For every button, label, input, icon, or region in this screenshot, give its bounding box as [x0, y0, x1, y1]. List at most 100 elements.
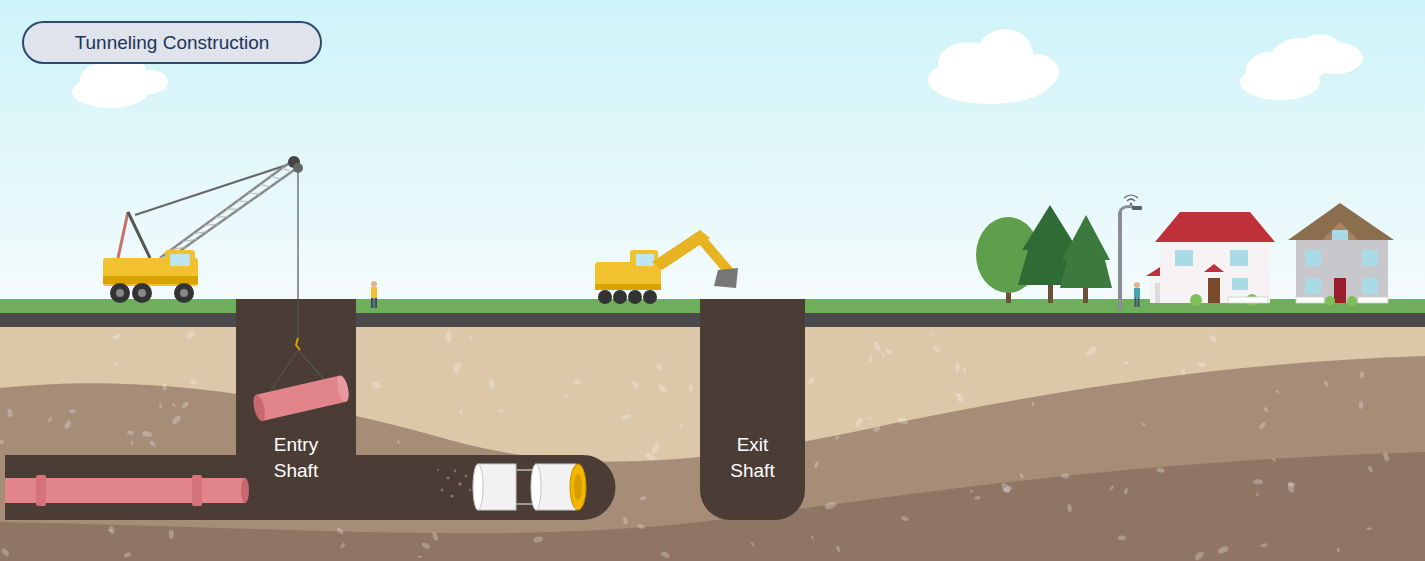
boom-lattice: [171, 247, 186, 250]
house: [1208, 278, 1220, 303]
pebble: [417, 555, 421, 558]
pebble: [1118, 535, 1127, 540]
pebble: [181, 401, 190, 410]
house: [1190, 294, 1202, 306]
boom-lattice: [204, 224, 217, 225]
pebble: [336, 527, 345, 535]
pedestrian: [1138, 298, 1140, 307]
house: [1305, 250, 1321, 266]
crane-cable: [296, 338, 300, 350]
house: [1325, 296, 1335, 306]
pebble: [159, 403, 163, 408]
excavator: [598, 290, 612, 304]
house: [1230, 250, 1248, 266]
crane: [174, 283, 194, 303]
pebble: [955, 393, 965, 405]
shaft-label-area: Entry Shaft: [236, 300, 356, 520]
pebble: [469, 336, 474, 341]
boom-lattice: [238, 200, 250, 202]
crane: [128, 212, 150, 258]
house: [1146, 212, 1275, 306]
crane: [170, 254, 190, 266]
pebble: [149, 440, 157, 448]
crane-cable: [298, 350, 328, 384]
pebble: [930, 332, 935, 336]
debris: [469, 489, 471, 491]
pebble: [114, 361, 119, 367]
pebble: [48, 416, 53, 422]
boom-lattice: [249, 193, 260, 195]
pebble: [881, 352, 886, 357]
pebble: [171, 414, 183, 426]
pebble: [1180, 368, 1185, 375]
boom-lattice: [282, 168, 292, 172]
crane: [160, 160, 297, 258]
crane: [110, 283, 130, 303]
pebble: [623, 517, 629, 525]
tunnel-boring-machine: [478, 464, 516, 510]
soil: [0, 330, 1390, 561]
pebble: [1197, 362, 1206, 368]
pebble: [660, 550, 671, 559]
pebble: [901, 516, 909, 522]
worker: [371, 287, 377, 298]
debris: [437, 469, 471, 498]
exit-shaft: [700, 299, 805, 520]
pebble: [640, 496, 647, 501]
pebble: [0, 547, 10, 557]
pebble: [421, 541, 431, 549]
shaft-label-area: Exit Shaft: [700, 300, 805, 520]
pebble: [190, 379, 198, 385]
pebble: [835, 546, 841, 553]
house: [1347, 296, 1357, 306]
pebble: [1367, 465, 1373, 473]
pedestrian: [1135, 298, 1137, 307]
pebble: [810, 535, 814, 540]
house: [1228, 297, 1268, 303]
boom-lattice: [182, 239, 196, 241]
boom-lattice: [260, 185, 271, 187]
worker: [375, 298, 378, 308]
pebble: [932, 345, 941, 354]
worker: [371, 281, 377, 287]
crane: [103, 156, 303, 303]
tunnel-boring-machine: [473, 464, 586, 510]
street-lamp: [1130, 203, 1132, 205]
pebble: [340, 542, 346, 549]
pebble: [533, 536, 544, 544]
pebble: [171, 403, 176, 408]
cloud: [132, 70, 168, 94]
pebble: [112, 333, 121, 341]
debris: [441, 489, 444, 492]
pebble: [622, 413, 631, 420]
hanging-pipe: [256, 375, 346, 421]
pebble: [1260, 543, 1268, 548]
excavator: [628, 290, 642, 304]
pebble: [1032, 402, 1034, 406]
house: [1332, 230, 1348, 240]
exit-shaft: [700, 299, 805, 520]
pebble: [63, 419, 72, 430]
tunnel-boring-machine: [570, 464, 586, 510]
house: [1288, 203, 1394, 306]
excavator: [636, 254, 654, 266]
house: [1296, 297, 1324, 303]
pebble: [1255, 492, 1259, 497]
house: [1155, 212, 1275, 242]
pebble: [807, 376, 815, 386]
crane: [160, 168, 292, 258]
pebble: [1287, 481, 1296, 493]
pebble: [1156, 467, 1165, 473]
pebble: [969, 489, 974, 493]
pebble: [123, 551, 132, 558]
pebble: [885, 348, 893, 354]
pebble: [1258, 421, 1266, 430]
street-lamp: [1120, 207, 1134, 212]
crane-cable: [297, 170, 298, 338]
pebble: [489, 379, 495, 389]
pebble: [650, 442, 661, 455]
crane-cable: [268, 170, 328, 395]
tunnel-boring-machine: [531, 464, 541, 510]
pebble: [824, 500, 837, 510]
hanging-pipe: [335, 374, 351, 403]
